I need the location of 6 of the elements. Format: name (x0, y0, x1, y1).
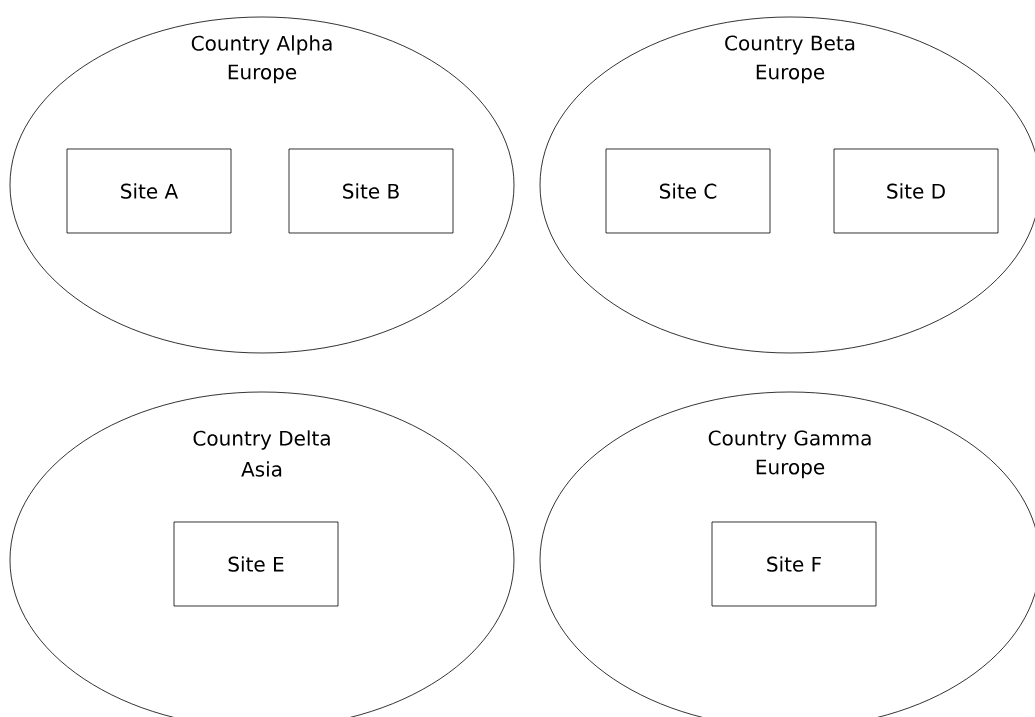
site-box: Site D (833, 148, 999, 234)
site-box: Site F (711, 521, 877, 607)
site-box: Site E (173, 521, 339, 607)
site-box: Site C (605, 148, 771, 234)
site-box: Site A (66, 148, 232, 234)
site-box: Site B (288, 148, 454, 234)
